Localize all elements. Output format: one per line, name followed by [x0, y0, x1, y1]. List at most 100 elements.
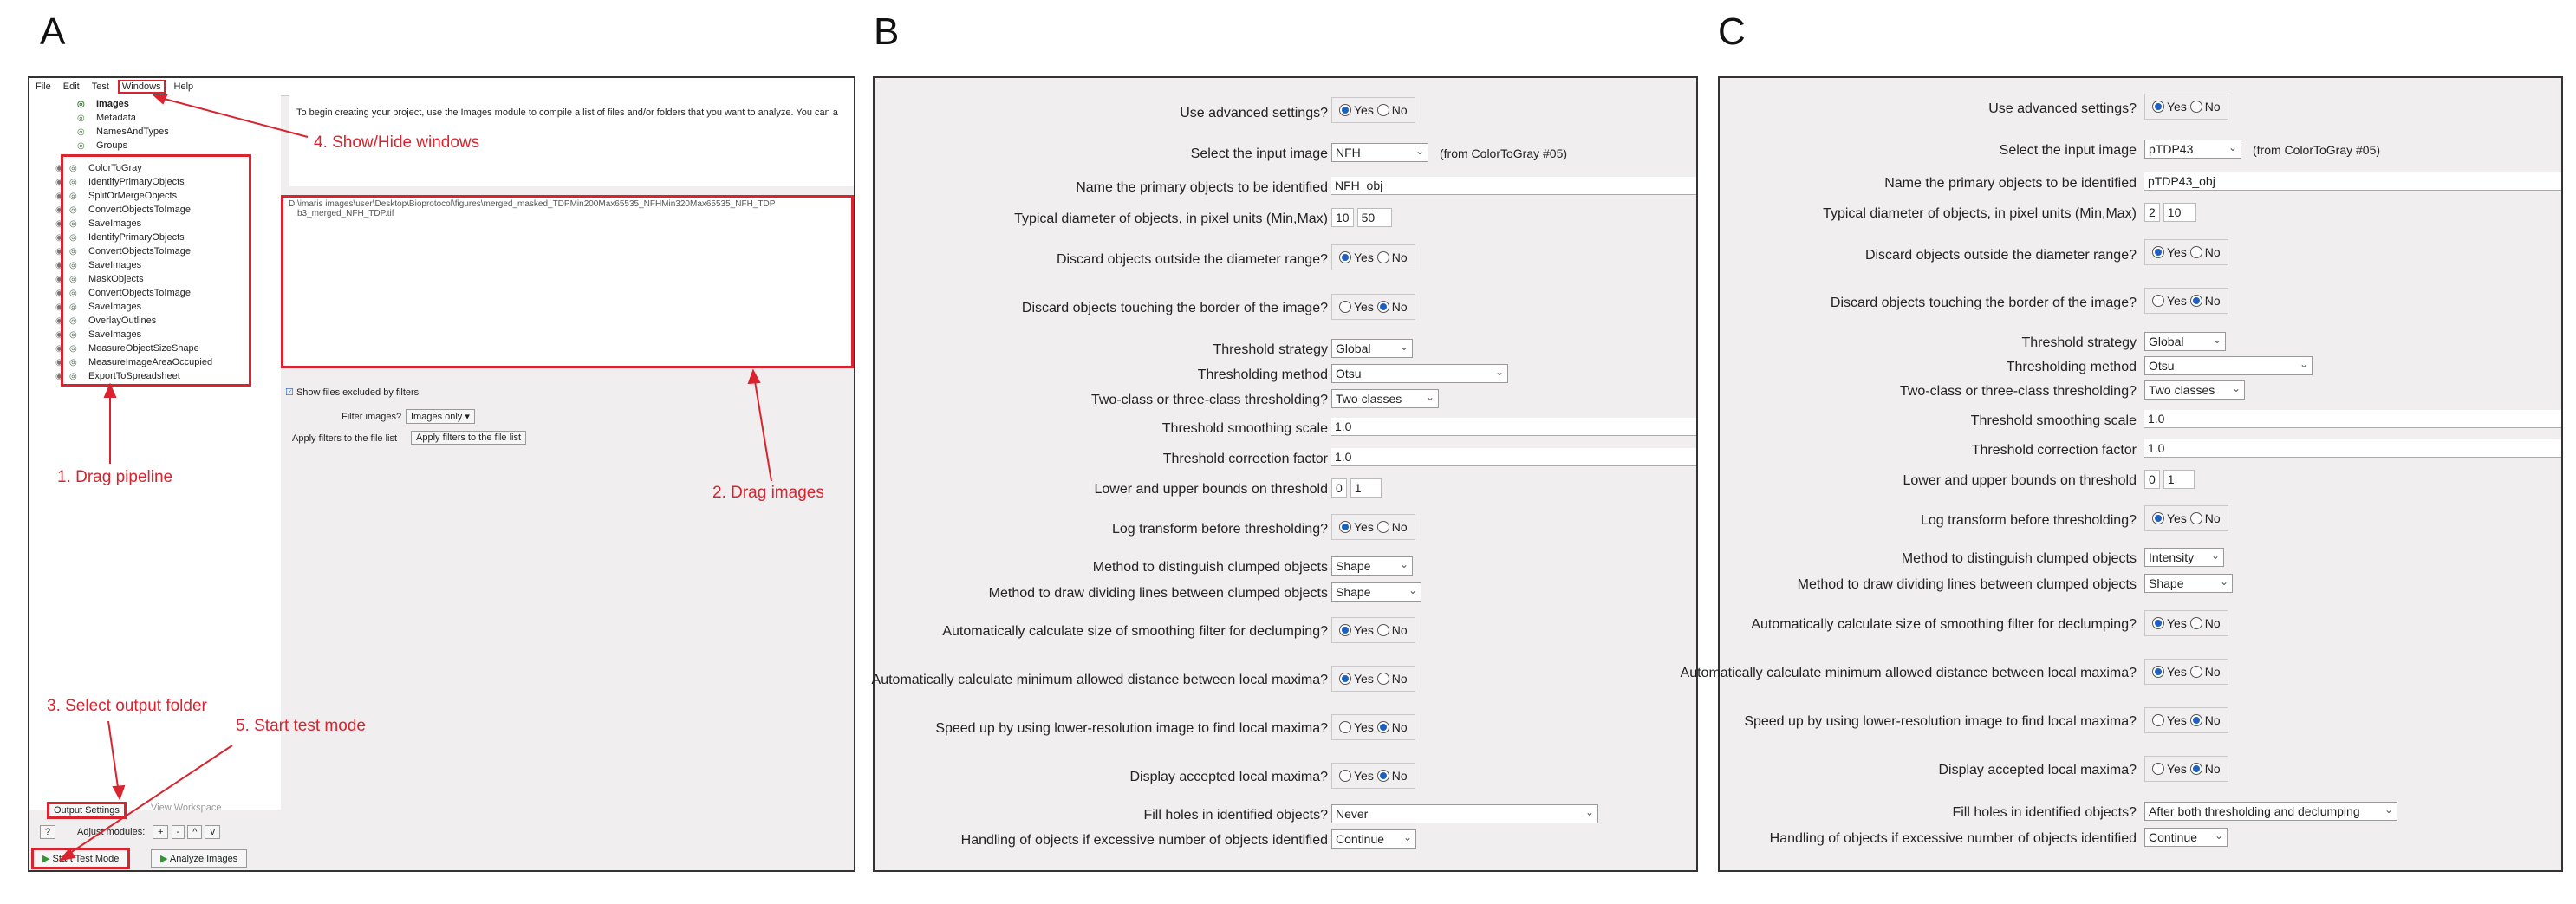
eye-icon[interactable]: ◉ — [55, 247, 63, 257]
move-down-button[interactable]: v — [205, 825, 220, 839]
select-fill[interactable]: Never⌄ — [1331, 804, 1598, 823]
radio-no[interactable] — [2189, 763, 2202, 775]
menu-file[interactable]: File — [36, 81, 51, 92]
file-list-dropzone[interactable]: D:\imaris images\user\Desktop\Bioprotoco… — [281, 195, 854, 368]
eye-icon[interactable]: ◉ — [55, 233, 63, 243]
name-objects-input[interactable]: pTDP43_obj — [2144, 172, 2561, 191]
pipeline-module[interactable]: ◉◎MeasureImageAreaOccupied — [55, 355, 212, 369]
radio-no[interactable] — [1376, 104, 1389, 116]
radio-no[interactable] — [2189, 666, 2202, 678]
pipeline-module[interactable]: ◉◎MeasureObjectSizeShape — [55, 341, 199, 355]
pipeline-module[interactable]: ◉◎ExportToSpreadsheet — [55, 369, 180, 383]
pipeline-module[interactable]: ◉◎SplitOrMergeObjects — [55, 189, 177, 203]
radio-no[interactable] — [2189, 101, 2202, 113]
radio-yes[interactable] — [2152, 666, 2164, 678]
input-module-namesandtypes[interactable]: ◎NamesAndTypes — [77, 125, 169, 139]
select-classes[interactable]: Two classes⌄ — [2144, 380, 2245, 400]
pipeline-module[interactable]: ◉◎ConvertObjectsToImage — [55, 203, 191, 217]
upper-bound-input[interactable]: 1 — [1350, 478, 1382, 498]
pipeline-module[interactable]: ◉◎OverlayOutlines — [55, 314, 156, 328]
diameter-min-input[interactable]: 10 — [1331, 208, 1354, 227]
name-objects-input[interactable]: NFH_obj — [1331, 177, 1696, 195]
radio-yes[interactable] — [2152, 101, 2164, 113]
diameter-min-input[interactable]: 2 — [2144, 203, 2160, 222]
eye-icon[interactable]: ◉ — [55, 219, 63, 229]
filter-images-select[interactable]: Images only ▾ — [406, 409, 475, 424]
add-module-button[interactable]: + — [153, 825, 169, 839]
radio-no[interactable] — [2189, 295, 2202, 307]
eye-icon[interactable]: ◉ — [55, 330, 63, 340]
move-up-button[interactable]: ^ — [187, 825, 203, 839]
eye-icon[interactable]: ◉ — [55, 178, 63, 187]
radio-yes[interactable] — [1339, 301, 1351, 313]
radio-yes[interactable] — [2152, 512, 2164, 524]
eye-icon[interactable]: ◉ — [55, 192, 63, 201]
select-input-image[interactable]: NFH⌄ — [1331, 143, 1428, 162]
eye-icon[interactable]: ◉ — [55, 316, 63, 326]
menu-test[interactable]: Test — [91, 81, 109, 92]
input-module-groups[interactable]: ◎Groups — [77, 139, 127, 153]
smoothing-input[interactable]: 1.0 — [2144, 410, 2561, 428]
select-dividing[interactable]: Shape⌄ — [2144, 574, 2233, 593]
lower-bound-input[interactable]: 0 — [2144, 470, 2160, 489]
upper-bound-input[interactable]: 1 — [2163, 470, 2195, 489]
analyze-images-button[interactable]: ▶ Analyze Images — [151, 849, 248, 868]
select-distinguish[interactable]: Intensity⌄ — [2144, 548, 2224, 567]
radio-yes[interactable] — [2152, 714, 2164, 726]
pipeline-module[interactable]: ◉◎SaveImages — [55, 217, 141, 231]
select-fill[interactable]: After both thresholding and declumping⌄ — [2144, 802, 2397, 821]
show-excluded-row[interactable]: ☑ Show files excluded by filters — [285, 387, 420, 398]
lower-bound-input[interactable]: 0 — [1331, 478, 1347, 498]
eye-icon[interactable]: ◉ — [55, 261, 63, 270]
diameter-max-input[interactable]: 50 — [1356, 208, 1392, 227]
select-classes[interactable]: Two classes⌄ — [1331, 389, 1439, 408]
menu-windows[interactable]: Windows — [117, 80, 166, 94]
eye-icon[interactable]: ◉ — [55, 302, 63, 312]
diameter-max-input[interactable]: 10 — [2163, 203, 2196, 222]
radio-yes[interactable] — [2152, 617, 2164, 629]
radio-no[interactable] — [1376, 624, 1389, 636]
correction-input[interactable]: 1.0 — [2144, 439, 2561, 458]
select-handling[interactable]: Continue⌄ — [2144, 828, 2228, 847]
pipeline-module[interactable]: ◉◎IdentifyPrimaryObjects — [55, 175, 185, 189]
checkbox-checked-icon[interactable]: ☑ — [285, 387, 294, 398]
pipeline-module[interactable]: ◉◎SaveImages — [55, 328, 141, 341]
radio-yes[interactable] — [1339, 104, 1351, 116]
select-dividing[interactable]: Shape⌄ — [1331, 582, 1421, 602]
radio-yes[interactable] — [2152, 295, 2164, 307]
radio-yes[interactable] — [2152, 246, 2164, 258]
apply-filters-button[interactable]: Apply filters to the file list — [411, 431, 527, 445]
eye-icon[interactable]: ◉ — [55, 289, 63, 298]
select-input-image[interactable]: pTDP43⌄ — [2144, 140, 2241, 159]
radio-yes[interactable] — [1339, 721, 1351, 733]
eye-icon[interactable]: ◉ — [55, 205, 63, 215]
eye-icon[interactable]: ◉ — [55, 275, 63, 284]
eye-icon[interactable]: ◉ — [55, 344, 63, 354]
input-module-metadata[interactable]: ◎Metadata — [77, 111, 136, 125]
radio-yes[interactable] — [2152, 763, 2164, 775]
select-strategy[interactable]: Global⌄ — [1331, 339, 1413, 358]
radio-no[interactable] — [1376, 673, 1389, 685]
input-module-images[interactable]: ◎Images — [77, 97, 129, 111]
radio-no[interactable] — [1376, 301, 1389, 313]
pipeline-module[interactable]: ◉◎IdentifyPrimaryObjects — [55, 231, 185, 244]
help-button[interactable]: ? — [40, 825, 56, 839]
radio-yes[interactable] — [1339, 624, 1351, 636]
radio-no[interactable] — [1376, 521, 1389, 533]
pipeline-module[interactable]: ◉◎ColorToGray — [55, 161, 142, 175]
radio-yes[interactable] — [1339, 521, 1351, 533]
select-method[interactable]: Otsu⌄ — [1331, 364, 1508, 383]
smoothing-input[interactable]: 1.0 — [1331, 418, 1696, 436]
eye-icon[interactable]: ◉ — [55, 358, 63, 367]
menu-help[interactable]: Help — [173, 81, 194, 92]
menu-edit[interactable]: Edit — [62, 81, 80, 92]
correction-input[interactable]: 1.0 — [1331, 448, 1696, 466]
radio-no[interactable] — [1376, 770, 1389, 782]
file-list-item[interactable]: b3_merged_NFH_TDP.tif — [297, 209, 394, 218]
pipeline-module[interactable]: ◉◎ConvertObjectsToImage — [55, 286, 191, 300]
radio-no[interactable] — [2189, 617, 2202, 629]
pipeline-module[interactable]: ◉◎MaskObjects — [55, 272, 144, 286]
radio-no[interactable] — [1376, 721, 1389, 733]
radio-yes[interactable] — [1339, 673, 1351, 685]
remove-module-button[interactable]: - — [171, 825, 185, 839]
